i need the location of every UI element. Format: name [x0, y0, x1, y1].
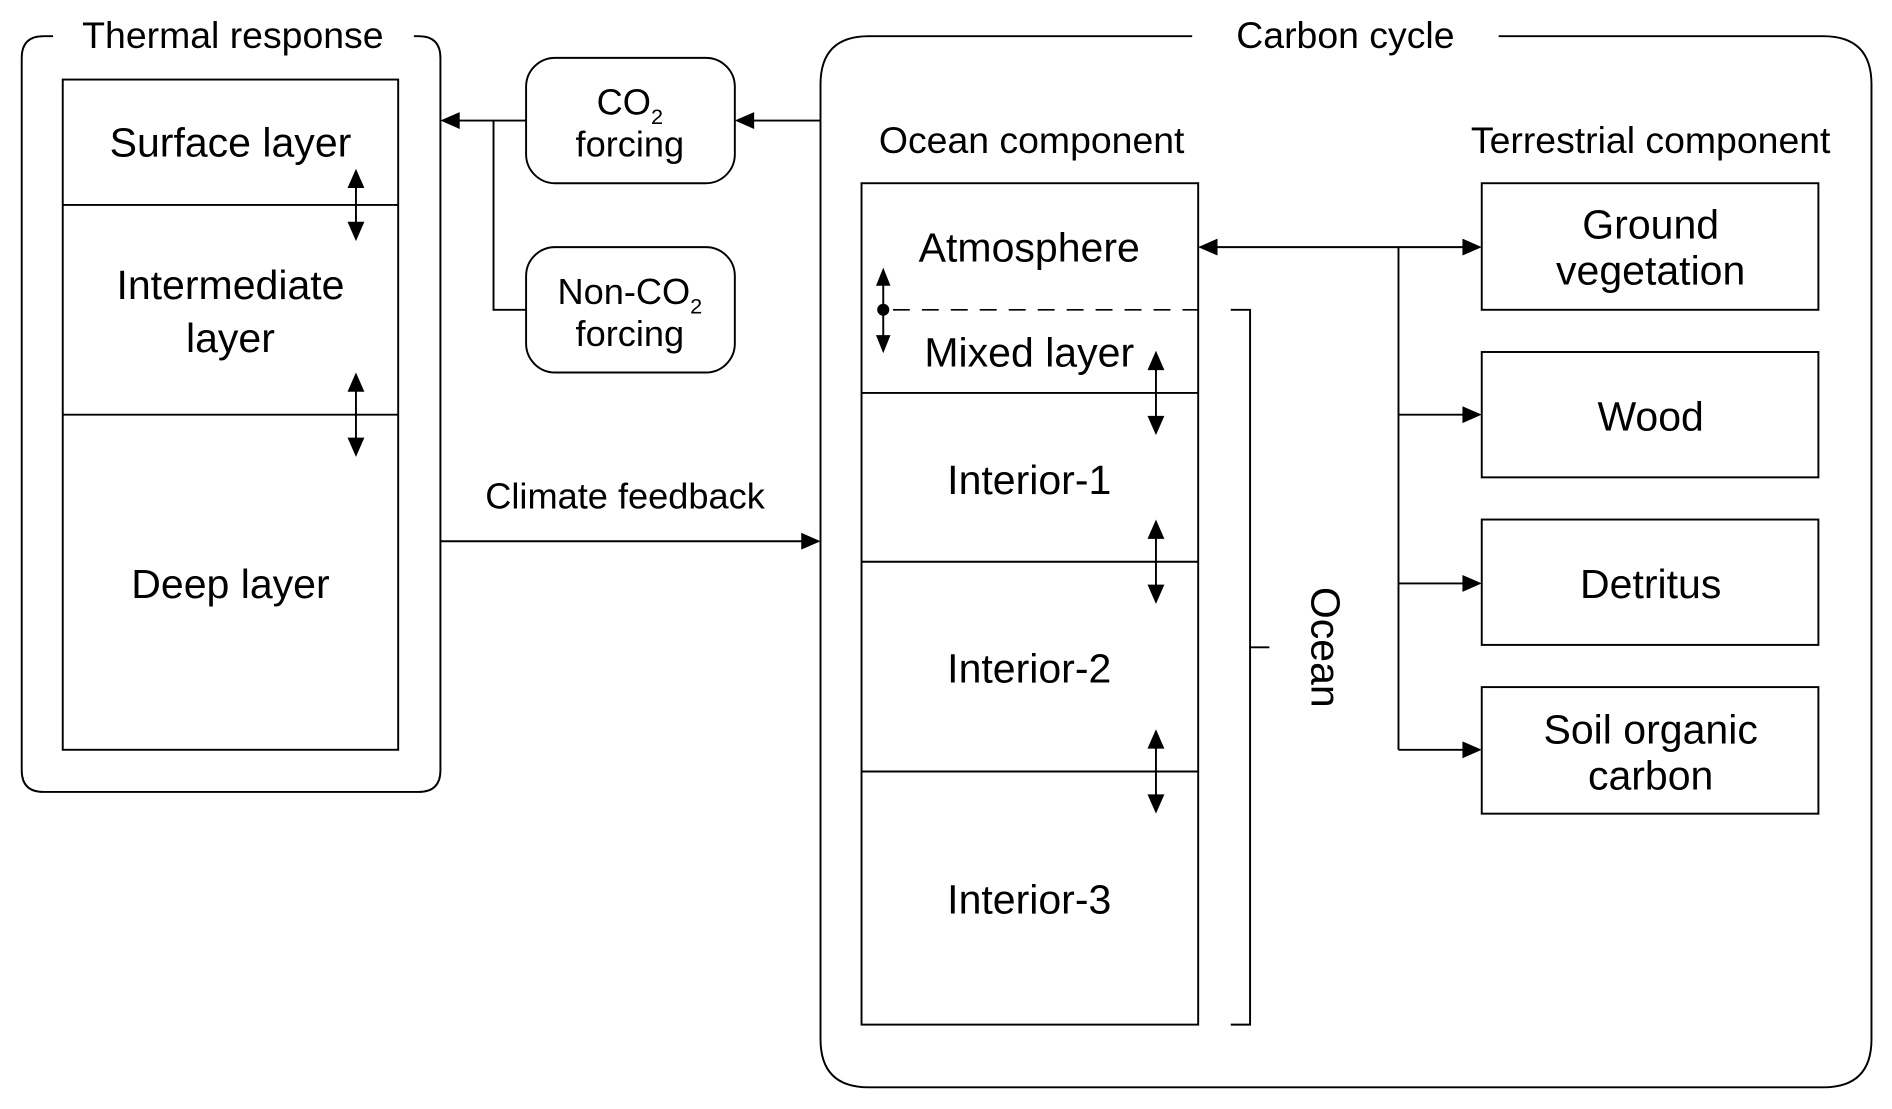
soil-organic-carbon-label-line2: carbon	[1588, 753, 1713, 799]
co2-forcing-label-line1: CO2	[597, 82, 663, 130]
intermediate-layer-label-line1: Intermediate	[116, 262, 344, 308]
ocean-layer-column	[860, 182, 1200, 1026]
co2-forcing-label-line2: forcing	[576, 124, 685, 165]
atmosphere-label: Atmosphere	[919, 225, 1140, 271]
ground-vegetation-box	[1480, 182, 1820, 311]
surface-layer-label: Surface layer	[110, 120, 352, 166]
ground-vegetation-label-line1: Ground	[1582, 202, 1719, 248]
forcings-group: CO2 forcing Non-CO2 forcing	[440, 56, 821, 374]
intermediate-deep-exchange-arrow	[347, 372, 365, 457]
climate-feedback-label: Climate feedback	[485, 476, 766, 517]
mixed-layer-label: Mixed layer	[924, 329, 1134, 375]
deep-layer-label: Deep layer	[131, 561, 329, 607]
non-co2-forcing-label-line1: Non-CO2	[557, 271, 702, 319]
interior2-interior3-exchange-arrow	[1147, 729, 1165, 814]
carbon-to-co2-forcing-arrow	[734, 112, 821, 129]
climate-feedback-arrow	[440, 532, 821, 550]
thermal-response-frame	[20, 35, 442, 793]
soil-organic-carbon-label-line1: Soil organic	[1544, 707, 1758, 753]
non-co2-forcing-box	[525, 246, 736, 374]
ocean-component-heading: Ocean component	[879, 119, 1185, 161]
atmosphere-vegetation-exchange-arrow	[1198, 238, 1482, 256]
ocean-bracket	[1230, 308, 1270, 1026]
detritus-box	[1480, 518, 1820, 646]
detritus-label: Detritus	[1580, 561, 1721, 607]
ground-vegetation-label-line2: vegetation	[1556, 248, 1745, 294]
mixed-interior1-exchange-arrow	[1147, 350, 1165, 436]
terrestrial-component-heading: Terrestrial component	[1471, 119, 1831, 161]
surface-intermediate-exchange-arrow	[347, 168, 365, 242]
wood-label: Wood	[1597, 393, 1703, 439]
interior-3-label: Interior-3	[947, 877, 1111, 923]
thermal-response-group: Thermal response Surface layer Intermedi…	[20, 14, 442, 793]
air-sea-exchange-arrow	[876, 267, 891, 354]
non-co2-forcing-label-line2: forcing	[576, 313, 685, 354]
interior-2-label: Interior-2	[947, 645, 1111, 691]
intermediate-layer-label-line2: layer	[186, 315, 275, 361]
flow-to-soil-organic-carbon-arrow	[1398, 741, 1482, 759]
carbon-cycle-title: Carbon cycle	[1236, 14, 1454, 56]
ocean-bracket-label: Ocean	[1303, 587, 1349, 708]
thermal-response-title: Thermal response	[82, 14, 383, 56]
flow-to-detritus-arrow	[1398, 574, 1482, 592]
carbon-cycle-frame	[819, 35, 1873, 1089]
soil-organic-carbon-box	[1480, 686, 1820, 815]
interior1-interior2-exchange-arrow	[1147, 519, 1165, 604]
carbon-cycle-group: Carbon cycle Ocean component Terrestrial…	[819, 14, 1873, 1089]
interior-1-label: Interior-1	[947, 457, 1111, 503]
flow-to-wood-arrow	[1398, 406, 1482, 424]
forcing-to-thermal-arrow	[440, 112, 527, 311]
